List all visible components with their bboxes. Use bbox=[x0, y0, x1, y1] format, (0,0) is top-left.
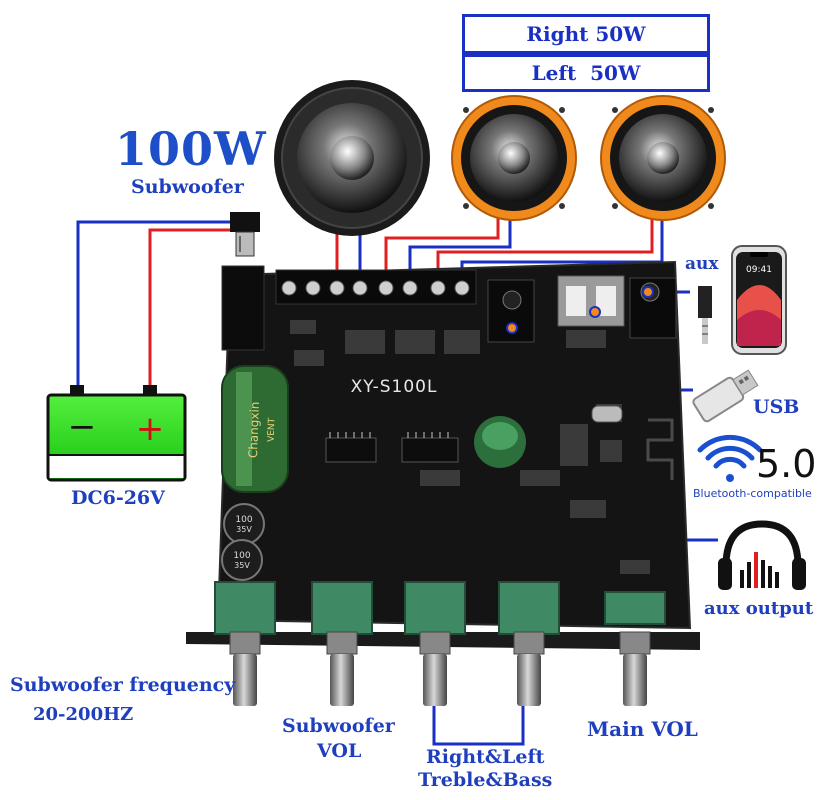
right-speaker-label-box: Right 50W bbox=[462, 14, 710, 54]
capacitor-brand: Changxin bbox=[246, 401, 262, 458]
phone-time: 09:41 bbox=[746, 265, 772, 275]
main-vol-label: Main VOL bbox=[587, 717, 698, 741]
right-speaker bbox=[600, 95, 726, 221]
board-model: XY-S100L bbox=[351, 377, 438, 397]
left-speaker-label-box: Left 50W bbox=[462, 54, 710, 92]
small-cap-value-1: 100 bbox=[235, 515, 252, 525]
bluetooth-wave-icon bbox=[697, 434, 763, 482]
bluetooth-version: 5.0 bbox=[756, 442, 817, 486]
usb-stick-graphic bbox=[692, 369, 759, 423]
sub-vol-label-line1: Subwoofer bbox=[282, 715, 395, 737]
battery-minus: − bbox=[68, 407, 97, 447]
left-speaker-label: Left 50W bbox=[531, 61, 641, 85]
pot-sub-vol bbox=[311, 581, 373, 706]
power-wires bbox=[76, 220, 235, 392]
pot-main-vol bbox=[604, 591, 666, 706]
aux-input-label: aux bbox=[685, 254, 719, 274]
right-speaker-label: Right 50W bbox=[526, 22, 646, 46]
subwoofer-speaker bbox=[274, 80, 430, 236]
tone-label-line2: Treble&Bass bbox=[418, 769, 553, 791]
phone-graphic bbox=[731, 245, 787, 355]
amplifier-board bbox=[186, 260, 700, 650]
battery-voltage-label: DC6-26V bbox=[71, 487, 165, 509]
headphones-icon bbox=[718, 520, 806, 590]
subwoofer-label: Subwoofer bbox=[131, 176, 244, 198]
aux-output-label: aux output bbox=[704, 598, 814, 619]
dc-plug bbox=[230, 212, 260, 257]
left-speaker bbox=[451, 95, 577, 221]
usb-label: USB bbox=[753, 396, 800, 418]
pot-treble bbox=[404, 581, 466, 706]
sub-vol-label-line2: VOL bbox=[317, 740, 362, 762]
aux-cable-graphic bbox=[698, 286, 712, 344]
pot-bass bbox=[498, 581, 560, 706]
small-cap-voltage-1: 35V bbox=[236, 525, 252, 534]
battery-graphic bbox=[46, 385, 187, 482]
small-cap-value-2: 100 bbox=[233, 551, 250, 561]
sub-frequency-range: 20-200HZ bbox=[33, 704, 134, 725]
bluetooth-caption: Bluetooth-compatible bbox=[693, 487, 812, 500]
capacitor-vent: VENT bbox=[267, 417, 278, 442]
subwoofer-power: 100W bbox=[115, 122, 267, 176]
small-cap-voltage-2: 35V bbox=[234, 561, 250, 570]
connection-dots bbox=[506, 286, 654, 334]
sub-frequency-label: Subwoofer frequency bbox=[10, 674, 236, 696]
pot-freq bbox=[214, 581, 276, 706]
tone-label-line1: Right&Left bbox=[426, 746, 545, 768]
battery-plus: + bbox=[136, 409, 165, 449]
